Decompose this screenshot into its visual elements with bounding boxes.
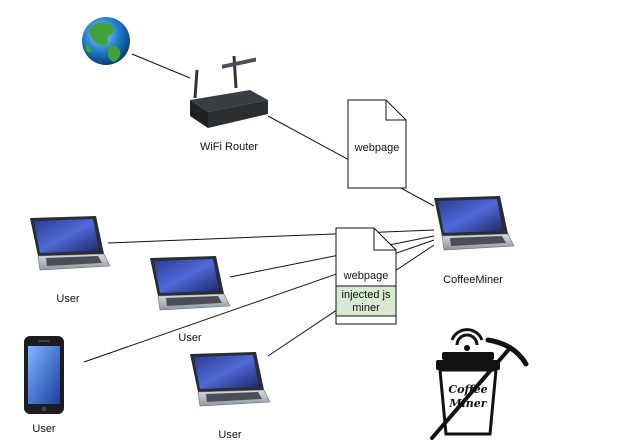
- coffeeminer-laptop-icon: [433, 195, 515, 251]
- link-user1-coffeeminer: [107, 229, 435, 244]
- user-laptop-icon-1: [29, 215, 111, 271]
- user-label-1: User: [56, 293, 80, 305]
- injected-line-1: injected js: [342, 289, 391, 301]
- user-label-4: User: [218, 429, 242, 441]
- injected-line-2: miner: [352, 302, 380, 314]
- user-label-2: User: [178, 332, 202, 344]
- logo-text-line1: Coffee: [448, 383, 487, 396]
- link-globe-router: [131, 53, 191, 79]
- globe-icon: [82, 17, 130, 65]
- smartphone-icon: [24, 336, 64, 414]
- webpage-label-injected: webpage: [343, 270, 389, 282]
- user-laptop-icon-4: [189, 351, 271, 407]
- user-laptop-icon-2: [149, 255, 231, 311]
- coffeeminer-label: CoffeeMiner: [443, 274, 503, 286]
- coffeeminer-logo: Coffee Miner: [430, 328, 529, 440]
- injected-miner-box: [335, 285, 397, 317]
- router-icon: [190, 55, 268, 128]
- webpage-document-top: webpage: [347, 99, 407, 189]
- link-user2-coffeeminer: [229, 235, 435, 278]
- webpage-label-top: webpage: [354, 142, 400, 154]
- webpage-document-injected: webpage injected js miner: [335, 227, 397, 325]
- router-label: WiFi Router: [200, 141, 258, 153]
- logo-text-line2: Miner: [448, 397, 487, 410]
- user-label-3: User: [32, 423, 56, 435]
